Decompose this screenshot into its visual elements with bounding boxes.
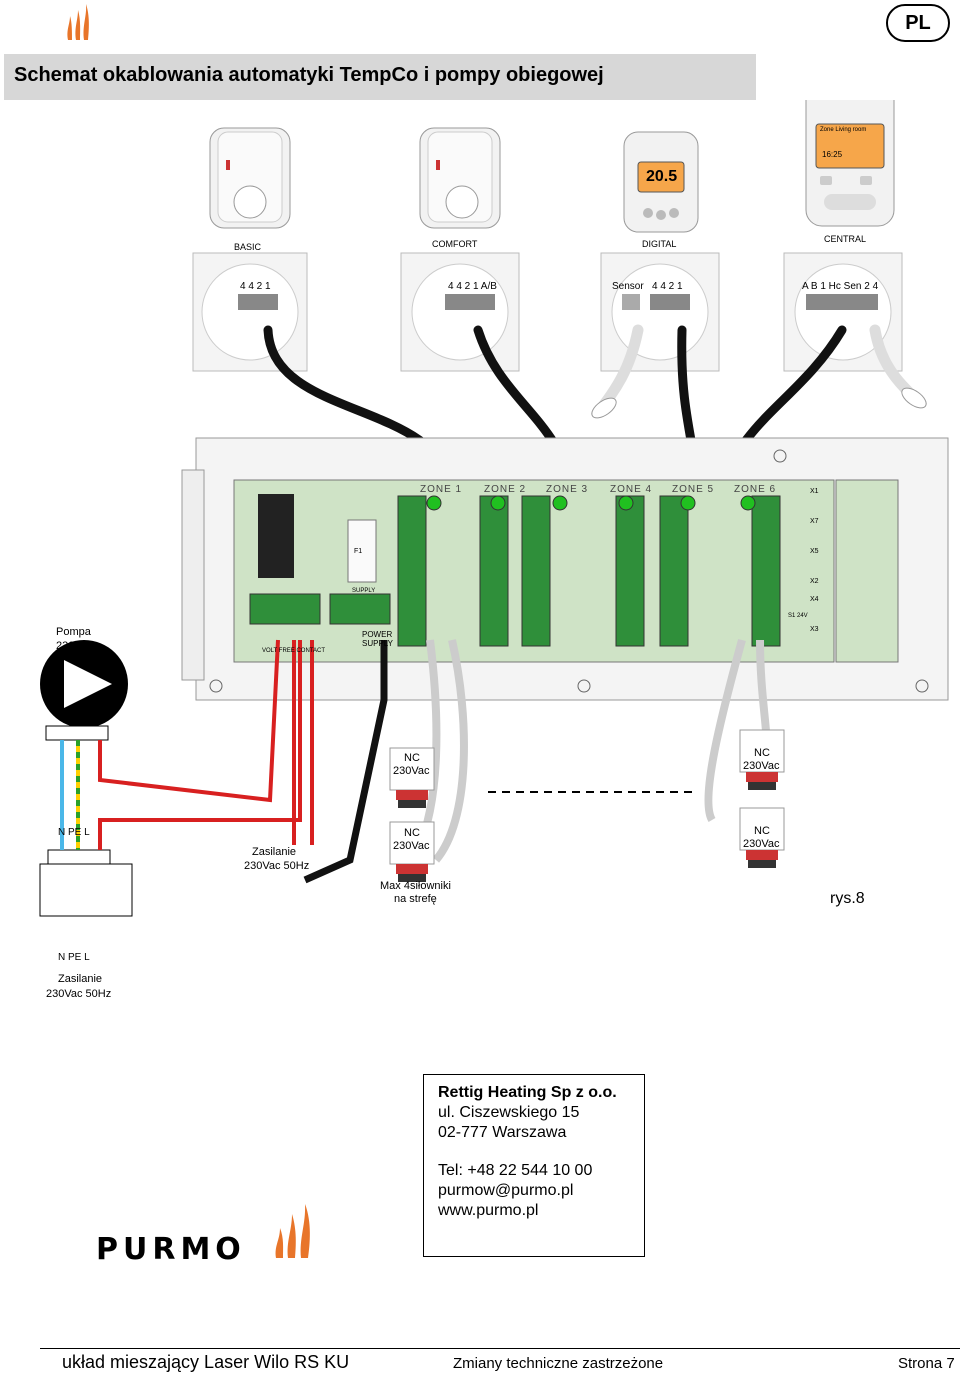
actuator-4-type: NC — [754, 825, 770, 837]
center-supply-label-1: Zasilanie — [252, 846, 297, 858]
wall-box-digital — [600, 252, 720, 372]
footer-divider — [40, 1348, 960, 1349]
thermostat-digital — [623, 131, 699, 233]
actuator-1 — [389, 747, 435, 808]
mains-label-1: Zasilanie — [58, 973, 103, 985]
circulation-pump — [40, 640, 128, 865]
company-phone: Tel: +48 22 544 10 00 — [438, 1162, 593, 1179]
company-street: ul. Ciszewskiego 15 — [438, 1104, 580, 1121]
footer-disclaimer: Zmiany techniczne zastrzeżone — [453, 1355, 664, 1372]
zone-1-label: ZONE 1 — [420, 484, 463, 495]
actuator-2-voltage: 230Vac — [743, 760, 780, 772]
supply-label: SUPPLY — [352, 588, 376, 594]
thermostat-basic-label: BASIC — [234, 242, 262, 252]
central-display-text: Zone Living room — [820, 127, 867, 133]
connector-x7: X7 — [810, 518, 819, 525]
digital-terminal-labels: 4 4 2 1 — [652, 281, 683, 292]
thermostat-central — [805, 100, 895, 227]
basic-terminal-labels: 4 4 2 1 — [240, 281, 271, 292]
mains-terminals: N PE L — [58, 952, 90, 963]
connector-x3: X3 — [810, 626, 819, 633]
brand-logo-top — [64, 2, 98, 42]
pump-terminals: N PE L — [58, 827, 90, 838]
digital-sensor-label: Sensor — [612, 281, 644, 292]
actuator-4 — [739, 807, 785, 868]
central-terminal-labels: A B 1 Hc Sen 2 4 — [802, 281, 879, 292]
wall-box-basic — [192, 252, 308, 372]
connector-x4: X4 — [810, 596, 819, 603]
actuator-3-type: NC — [404, 827, 420, 839]
thermostat-central-label: CENTRAL — [824, 234, 867, 244]
company-web[interactable]: www.purmo.pl — [438, 1202, 539, 1219]
zone-3-label: ZONE 3 — [546, 484, 589, 495]
actuator-2-type: NC — [754, 747, 770, 759]
digital-display-temp: 20.5 — [646, 168, 678, 185]
board-voltage-label: S1 24V — [788, 613, 808, 619]
purmo-logo-text: PURMO — [96, 1232, 246, 1267]
pump-voltage: 230Vac — [56, 640, 93, 652]
connector-x1: X1 — [810, 488, 819, 495]
fuse-label: F1 — [354, 548, 363, 555]
actuator-3 — [389, 821, 435, 882]
title-bar — [4, 54, 756, 100]
zone-2-label: ZONE 2 — [484, 484, 527, 495]
language-badge: PL — [886, 4, 950, 42]
wiring-diagram — [39, 100, 949, 917]
footer-document-title: układ mieszający Laser Wilo RS KU — [62, 1352, 350, 1372]
thermostat-basic — [209, 127, 291, 229]
power-supply-label: POWER SUPPLY — [362, 630, 393, 648]
connector-x5: X5 — [810, 548, 819, 555]
actuator-1-type: NC — [404, 752, 420, 764]
center-supply-label-2: 230Vac 50Hz — [244, 860, 310, 872]
zone-5-label: ZONE 5 — [672, 484, 715, 495]
controller-board — [181, 437, 949, 701]
footer-page-number: Strona 7 — [898, 1355, 955, 1372]
thermostat-comfort-label: COMFORT — [432, 239, 478, 249]
company-city: 02-777 Warszawa — [438, 1124, 567, 1141]
actuator-1-voltage: 230Vac — [393, 765, 430, 777]
comfort-terminal-labels: 4 4 2 1 A/B — [448, 281, 497, 292]
figure-label: rys.8 — [830, 890, 865, 907]
max-actuators-note-2: na strefę — [394, 893, 437, 905]
pump-title: Pompa — [56, 626, 91, 638]
zone-6-label: ZONE 6 — [734, 484, 777, 495]
connector-x2: X2 — [810, 578, 819, 585]
company-name: Rettig Heating Sp z o.o. — [438, 1084, 617, 1101]
volt-free-contact-label: VOLT FREE CONTACT — [262, 648, 326, 654]
thermostat-digital-label: DIGITAL — [642, 239, 677, 249]
max-actuators-note-1: Max 4siłowniki — [380, 880, 451, 892]
wall-box-comfort — [400, 252, 520, 372]
mains-label-2: 230Vac 50Hz — [46, 988, 112, 1000]
actuator-4-voltage: 230Vac — [743, 838, 780, 850]
contact-box: Rettig Heating Sp z o.o. ul. Ciszewskieg… — [423, 1074, 645, 1257]
purmo-logo-flames-icon — [272, 1200, 324, 1262]
company-email[interactable]: purmow@purmo.pl — [438, 1182, 574, 1199]
actuator-3-voltage: 230Vac — [393, 840, 430, 852]
actuator-2 — [739, 729, 785, 790]
zone-4-label: ZONE 4 — [610, 484, 653, 495]
central-display-time: 16:25 — [822, 150, 843, 159]
page-title: Schemat okablowania automatyki TempCo i … — [14, 64, 604, 86]
thermostat-comfort — [419, 127, 501, 229]
